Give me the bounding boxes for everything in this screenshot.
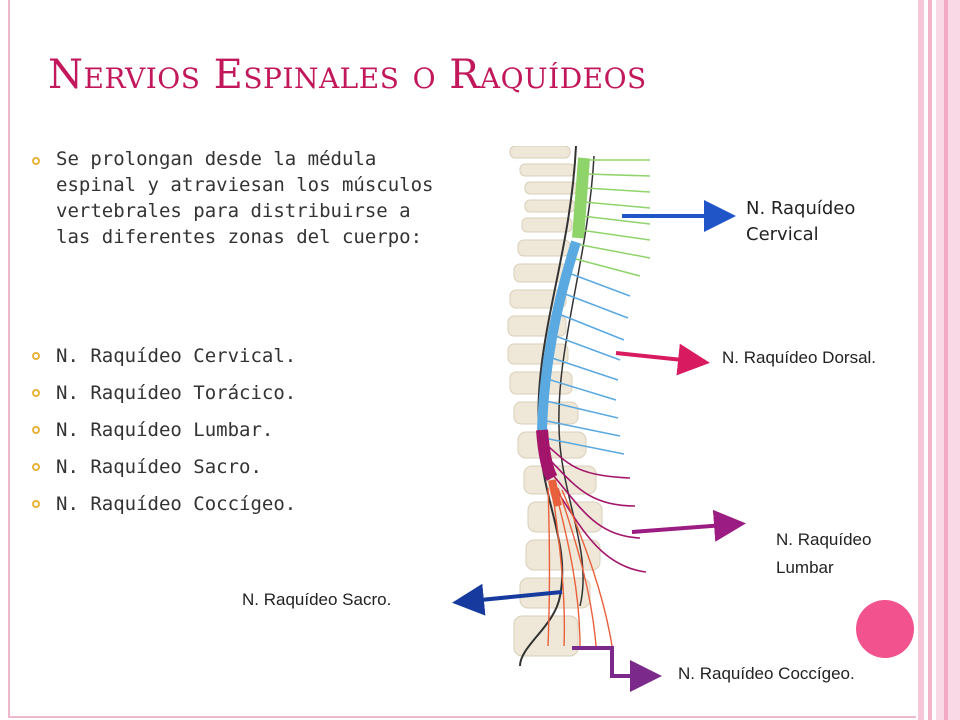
decor-pink-circle — [856, 600, 914, 658]
cord-dorsal — [537, 240, 581, 431]
label-cervical-line2: Cervical — [746, 224, 819, 245]
list-bullet-icon — [32, 426, 40, 434]
decor-stripe-4 — [944, 0, 948, 720]
list-bullet-icon — [32, 500, 40, 508]
list-item: N. Raquídeo Coccígeo. — [56, 493, 297, 515]
list-item: N. Raquídeo Cervical. — [56, 345, 297, 367]
label-cervical: N. Raquídeo Cervical — [746, 196, 855, 248]
label-lumbar-line1: N. Raquídeo — [776, 530, 872, 549]
lumbar-arrow — [631, 509, 746, 542]
decor-stripe-3 — [936, 0, 960, 720]
spine-illustration — [507, 146, 651, 666]
nerve-list: N. Raquídeo Cervical. N. Raquídeo Toráci… — [56, 338, 296, 523]
dorsal-nerves — [541, 271, 631, 455]
list-bullet-icon — [32, 463, 40, 471]
label-lumbar-line2: Lumbar — [776, 558, 834, 577]
cord-cervical — [572, 157, 590, 239]
decor-stripe-2 — [928, 0, 932, 720]
list-item: N. Raquídeo Lumbar. — [56, 419, 274, 441]
sacral-nerves — [547, 485, 613, 647]
slide-frame — [8, 0, 916, 718]
cord-lumbar — [536, 429, 558, 481]
label-coccigeo: N. Raquídeo Coccígeo. — [678, 664, 855, 683]
list-bullet-icon — [32, 389, 40, 397]
label-cervical-line1: N. Raquídeo — [746, 198, 856, 219]
intro-bullet-icon — [32, 157, 40, 165]
coccigeo-arrow — [572, 646, 662, 692]
label-sacro: N. Raquídeo Sacro. — [242, 590, 392, 609]
label-dorsal: N. Raquídeo Dorsal. — [722, 348, 877, 367]
decor-stripe-1 — [918, 0, 924, 720]
dorsal-arrow — [615, 343, 710, 376]
list-item: N. Raquídeo Torácico. — [56, 382, 297, 404]
list-item: N. Raquídeo Sacro. — [56, 456, 262, 478]
cord-sacro — [548, 479, 562, 507]
sacro-arrow — [452, 583, 563, 616]
cervical-nerves — [571, 159, 651, 277]
page-title: Nervios Espinales o Raquídeos — [48, 52, 647, 98]
label-lumbar: N. Raquídeo Lumbar — [776, 526, 871, 582]
list-bullet-icon — [32, 352, 40, 360]
intro-text: Se prolongan desde la médula espinal y a… — [56, 148, 434, 248]
